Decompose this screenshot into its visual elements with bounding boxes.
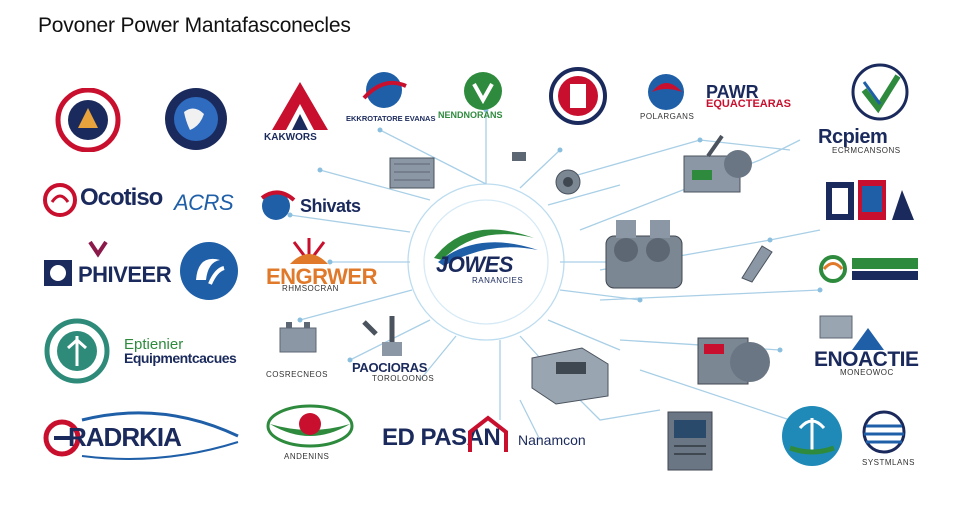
rhmsocran-label: RHMSOCRAN xyxy=(282,284,339,293)
emblem-badge-icon xyxy=(55,88,121,152)
radrkia-swoosh-icon xyxy=(43,411,239,460)
hub-name: JOWES xyxy=(436,252,513,277)
ring-icon xyxy=(43,183,77,217)
palm-seal-icon xyxy=(782,406,842,466)
toroloonos-label: TOROLOONOS xyxy=(372,374,435,383)
radrkia-label: RADRKIA xyxy=(68,422,182,452)
eptienier-label: Eptienier xyxy=(124,336,184,353)
rcpiem-label: Rcpiem xyxy=(818,126,888,148)
motor-small-icon xyxy=(555,169,581,195)
small-part-icon xyxy=(512,152,526,161)
shivats-label: Shivats xyxy=(300,196,361,216)
nanamcon-label: Nanamcon xyxy=(518,432,586,448)
shield-badge-icon xyxy=(549,67,607,125)
hub-sub: RANANCIES xyxy=(472,276,524,285)
checkmark-badge-icon xyxy=(851,63,909,121)
sun-rays-icon xyxy=(290,238,328,264)
globe-icon xyxy=(165,88,227,150)
phiveer-label: PHIVEER xyxy=(78,262,172,287)
engine-icon xyxy=(605,220,683,289)
nozzle-icon xyxy=(741,245,773,283)
battery-unit-icon xyxy=(279,322,317,353)
cabinet-icon xyxy=(819,315,853,339)
nendnorans-label: NENDNORANS xyxy=(438,110,503,120)
phiveer-logo-icon xyxy=(44,240,108,286)
inverter-cabinet-icon xyxy=(531,347,609,405)
earth-orbit-icon xyxy=(362,72,407,108)
ocotiso-label: Ocotiso xyxy=(80,184,163,211)
striped-bar-icon xyxy=(852,258,918,280)
moneowoc-label: MONEOWOC xyxy=(840,368,894,377)
andenins-label: ANDENINS xyxy=(284,452,330,461)
building-blocks-icon xyxy=(826,180,914,220)
paociaras-label: PAOCIORAS xyxy=(352,360,428,375)
control-panel-icon xyxy=(667,411,713,471)
triangle-icon xyxy=(852,328,884,350)
globe-swoosh-icon xyxy=(260,190,296,220)
wave-globe-icon xyxy=(862,410,906,454)
polargans-label: POLARGANS xyxy=(640,112,695,121)
winged-crest-icon xyxy=(266,404,354,448)
systmlans-label: SYSTMLANS xyxy=(862,458,915,467)
hub-swoosh-icon xyxy=(434,229,538,266)
generator-icon xyxy=(683,134,752,193)
g-swirl-icon xyxy=(180,242,238,300)
ekkrotatore-label: EKKROTATORE EVANAS xyxy=(346,114,436,123)
engrwer-label: ENGRWER xyxy=(266,264,378,289)
mountain-a-icon xyxy=(272,82,328,130)
page-title: Povoner Power Mantafasconecles xyxy=(38,14,351,37)
transformer-icon xyxy=(389,157,435,189)
pawr-label: PAWR xyxy=(706,82,759,102)
compressor-icon xyxy=(697,337,770,385)
cosrecneos-label: COSRECNEOS xyxy=(266,370,328,379)
equipment-label: Equipmentcacues xyxy=(124,350,237,366)
acrs-label: ACRS xyxy=(174,190,234,215)
enoactie-label: ENOACTIE xyxy=(814,348,919,371)
swirl-icon xyxy=(648,74,684,110)
roof-arrow-icon xyxy=(468,415,508,452)
edpasan-label: ED PASAN xyxy=(382,424,501,451)
ring-swirl-icon xyxy=(819,255,847,283)
valve-icon xyxy=(362,316,402,356)
tree-seal-icon xyxy=(44,318,110,384)
leaf-badge-icon xyxy=(464,72,502,110)
equactearas-label: EQUACTEARAS xyxy=(706,98,791,110)
ecrmcansons-label: ECRMCANSONS xyxy=(832,146,901,155)
kakwors-label: KAKWORS xyxy=(264,132,317,143)
